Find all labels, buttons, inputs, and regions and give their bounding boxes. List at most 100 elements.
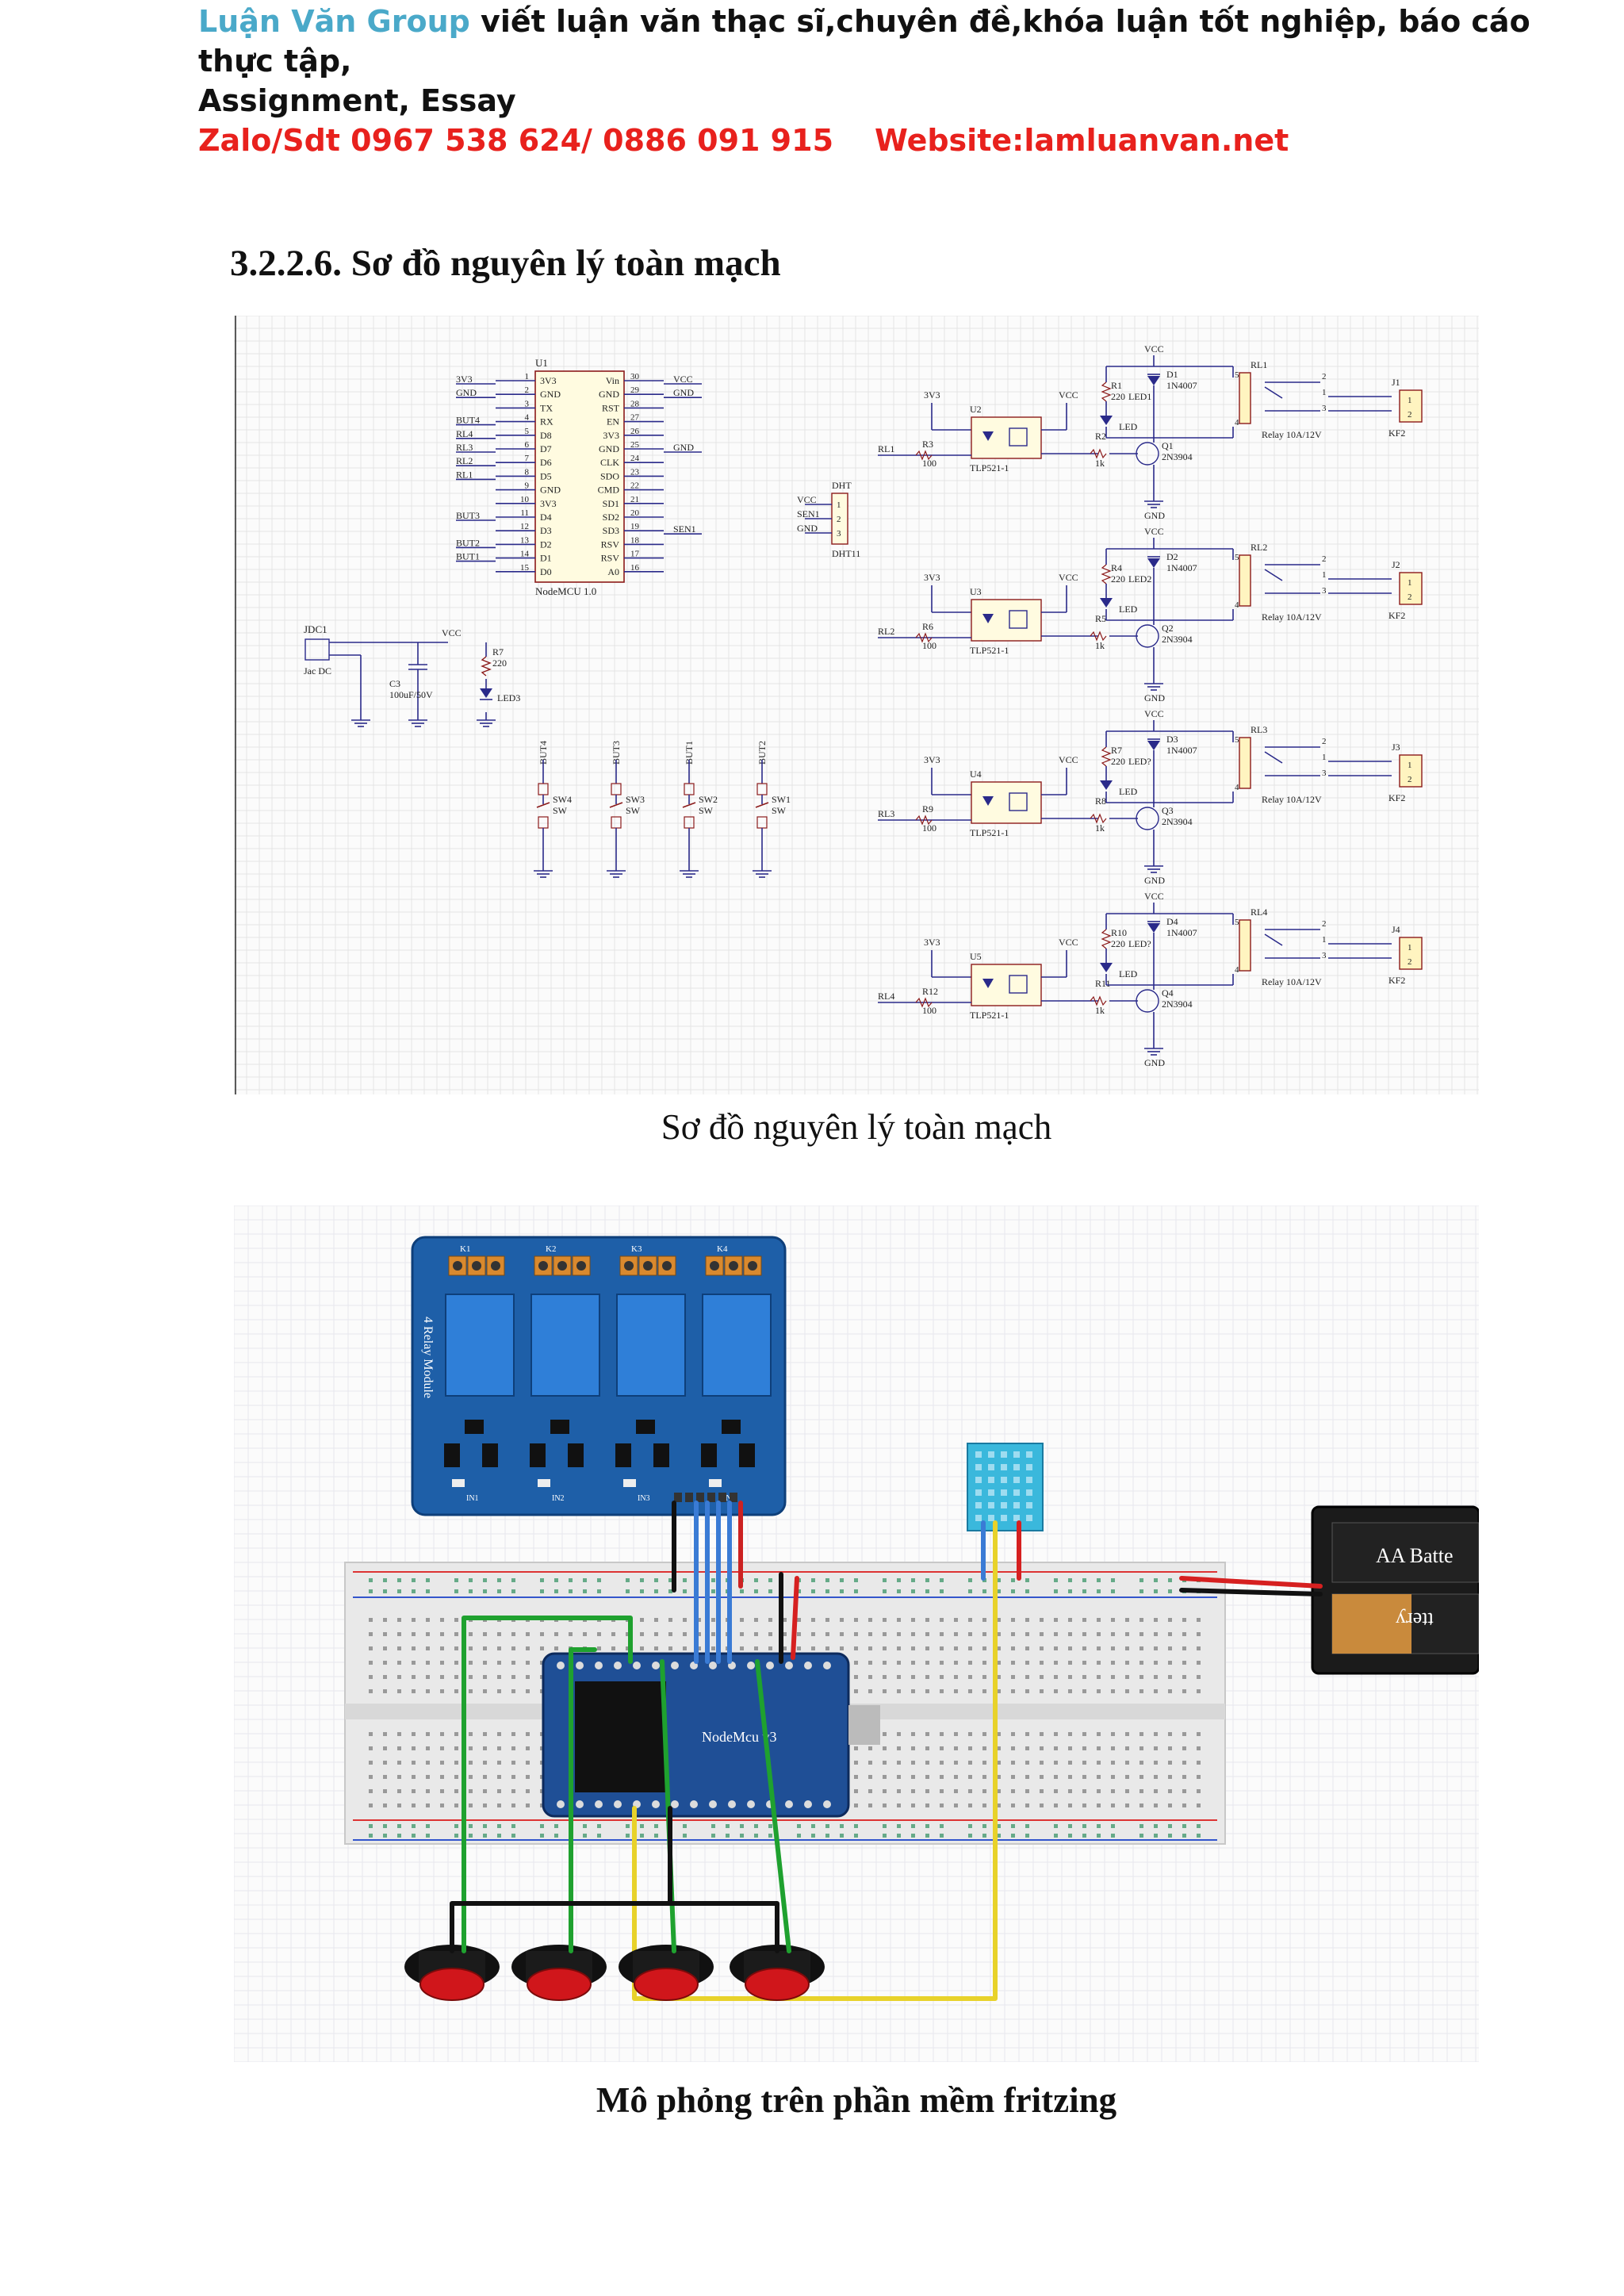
mcu-pin-label: CMD — [598, 485, 620, 496]
rail-hole — [640, 1589, 644, 1593]
rail-hole — [883, 1589, 887, 1593]
tagline-1: viết luận văn thạc sĩ,chuyên đề,khóa luậ… — [198, 4, 1530, 79]
breadboard-hole — [1168, 1689, 1172, 1693]
led-ref: LED? — [1128, 938, 1151, 949]
breadboard-hole — [854, 1803, 858, 1807]
breadboard-hole — [982, 1789, 986, 1793]
breadboard-hole — [968, 1761, 972, 1765]
led-ref: LED1 — [1128, 391, 1151, 402]
mcu-pin-number: 23 — [630, 467, 640, 477]
rail-hole — [511, 1589, 515, 1593]
diode-ref: D3 — [1166, 734, 1178, 745]
rail-hole — [854, 1834, 858, 1838]
rail-hole — [412, 1834, 416, 1838]
res-ref: R3 — [922, 439, 933, 450]
relay-channel-label: K3 — [631, 1244, 642, 1254]
breadboard-hole — [497, 1803, 501, 1807]
mcu-pin-label: D8 — [540, 430, 552, 441]
rail-hole — [369, 1834, 373, 1838]
rail-hole — [911, 1824, 915, 1828]
breadboard-hole — [626, 1632, 630, 1636]
mcu-pin-number: 7 — [525, 454, 530, 463]
rail-hole — [626, 1589, 630, 1593]
rail-hole — [840, 1834, 844, 1838]
rail-hole — [840, 1589, 844, 1593]
breadboard-hole — [511, 1761, 515, 1765]
breadboard-hole — [1111, 1789, 1115, 1793]
breadboard-hole — [1197, 1618, 1201, 1622]
breadboard-hole — [454, 1775, 458, 1779]
breadboard-hole — [997, 1789, 1001, 1793]
rail-hole — [454, 1589, 458, 1593]
relay-chip — [653, 1443, 669, 1467]
res-ref: R8 — [1095, 795, 1106, 807]
res-value: 100 — [922, 458, 936, 469]
mcu-net-label: BUT2 — [456, 537, 480, 548]
rail-hole — [1068, 1834, 1072, 1838]
breadboard-hole — [940, 1618, 944, 1622]
breadboard-hole — [940, 1689, 944, 1693]
button-wire — [755, 1659, 791, 1953]
rail-hole — [426, 1578, 430, 1582]
breadboard-hole — [497, 1675, 501, 1679]
rail-hole — [711, 1824, 715, 1828]
breadboard-hole — [526, 1632, 530, 1636]
rail-hole — [940, 1824, 944, 1828]
vcc-label: VCC — [1144, 708, 1164, 719]
flyback-diode — [1147, 923, 1160, 933]
breadboard-hole — [897, 1661, 901, 1665]
breadboard-hole — [1097, 1761, 1101, 1765]
vcc-label: VCC — [1144, 343, 1164, 355]
jack-symbol — [304, 638, 330, 661]
dht-ref: DHT — [832, 480, 852, 491]
rail-hole — [811, 1589, 815, 1593]
input-led — [452, 1479, 465, 1487]
rail-hole — [626, 1578, 630, 1582]
relay-cube — [702, 1294, 772, 1397]
mcu-pin-label: GND — [599, 389, 619, 400]
breadboard-hole — [526, 1732, 530, 1736]
rail-hole — [883, 1824, 887, 1828]
breadboard-hole — [369, 1732, 373, 1736]
rail-hole — [1154, 1824, 1158, 1828]
breadboard-hole — [940, 1661, 944, 1665]
sensor-grill — [1001, 1515, 1007, 1521]
breadboard-hole — [868, 1646, 872, 1650]
breadboard-hole — [1082, 1746, 1086, 1750]
cap-ref: C3 — [389, 678, 400, 689]
sensor-grill — [1001, 1489, 1007, 1496]
breadboard-hole — [469, 1646, 473, 1650]
breadboard-hole — [483, 1661, 487, 1665]
breadboard-hole — [483, 1746, 487, 1750]
breadboard-hole — [911, 1689, 915, 1693]
rail-hole — [626, 1834, 630, 1838]
button-ref: SW4 — [553, 794, 572, 805]
breadboard-hole — [911, 1746, 915, 1750]
relay-module-label: 4 Relay Module — [421, 1317, 435, 1398]
mcu-pin — [709, 1662, 717, 1669]
breadboard-hole — [740, 1618, 744, 1622]
breadboard-hole — [854, 1632, 858, 1636]
breadboard-hole — [1011, 1618, 1015, 1622]
breadboard-hole — [1197, 1689, 1201, 1693]
relay-pin-number: 5 — [1235, 553, 1239, 562]
rail-hole — [811, 1834, 815, 1838]
dht-net-label: VCC — [797, 494, 817, 505]
battery-label-inverted: ttery — [1396, 1608, 1434, 1631]
mcu-pin — [614, 1662, 622, 1669]
rail-hole — [940, 1589, 944, 1593]
rail-hole — [997, 1578, 1001, 1582]
rail-hole — [454, 1578, 458, 1582]
opto-ref: U3 — [970, 586, 982, 597]
conn-pin-number: 1 — [1408, 578, 1412, 588]
rail-hole — [1111, 1834, 1115, 1838]
rail-hole — [968, 1824, 972, 1828]
mcu-pin — [823, 1662, 831, 1669]
breadboard-hole — [883, 1732, 887, 1736]
rail-hole — [768, 1834, 772, 1838]
breadboard-hole — [1125, 1646, 1129, 1650]
breadboard-hole — [1082, 1775, 1086, 1779]
breadboard-hole — [454, 1732, 458, 1736]
breadboard-hole — [1082, 1646, 1086, 1650]
breadboard-hole — [1040, 1618, 1044, 1622]
